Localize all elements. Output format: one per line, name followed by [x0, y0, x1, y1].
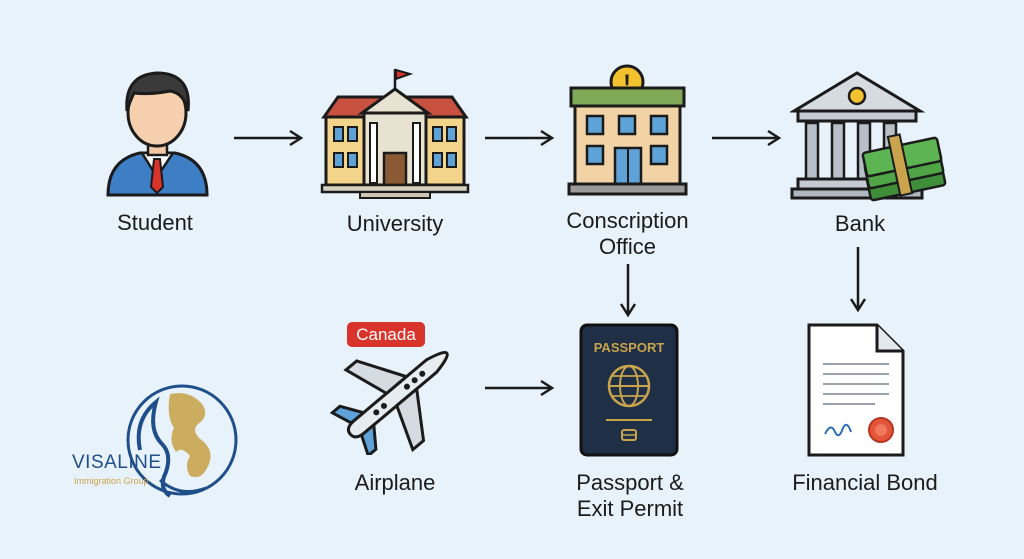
student-label: Student	[117, 210, 193, 235]
canada-badge-text: Canada	[356, 325, 416, 344]
logo-tagline: Immigration Group	[74, 476, 149, 486]
money-stack-icon	[861, 133, 947, 202]
student-icon	[106, 71, 209, 197]
seal-icon	[868, 417, 894, 443]
passport-cover-text: PASSPORT	[594, 340, 665, 355]
passport-label-line2: Exit Permit	[576, 496, 684, 521]
globe-logo-icon	[126, 384, 238, 498]
arrow-conscription-to-passport	[619, 264, 637, 318]
financial-bond-document-icon	[807, 323, 905, 457]
visaline-logo: VISALINE Immigration Group	[60, 380, 260, 510]
logo-name: VISALINE	[72, 452, 162, 473]
globe-icon	[607, 364, 651, 408]
arrow-bank-to-financial-bond	[849, 247, 867, 313]
arrow-university-to-conscription	[485, 129, 555, 147]
airplane-label: Airplane	[354, 470, 436, 495]
airplane-icon	[330, 351, 449, 455]
passport-icon: PASSPORT	[579, 323, 679, 457]
canada-badge: Canada	[347, 322, 425, 347]
arrow-conscription-to-bank	[712, 129, 782, 147]
conscription-office-label-line1: Conscription	[566, 208, 689, 233]
university-icon	[320, 68, 470, 199]
conscription-office-icon: !	[567, 64, 688, 196]
conscription-office-label-line2: Office	[598, 234, 657, 259]
university-label: University	[346, 211, 444, 236]
bank-label: Bank	[834, 211, 886, 236]
financial-bond-label: Financial Bond	[792, 470, 938, 495]
bank-icon	[790, 71, 947, 202]
alert-icon: !	[623, 70, 630, 95]
passport-label-line1: Passport &	[576, 470, 684, 495]
arrow-airplane-to-passport	[485, 379, 555, 397]
arrow-student-to-university	[234, 129, 304, 147]
